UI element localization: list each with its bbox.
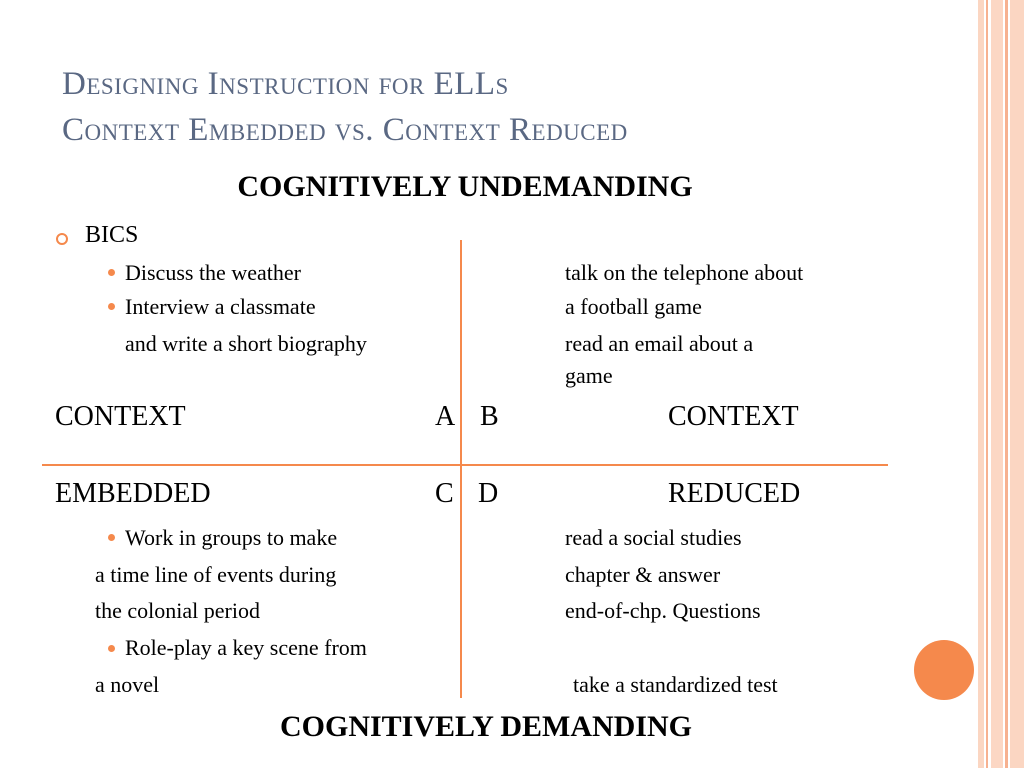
bottom-right-line1: read a social studies bbox=[565, 525, 742, 550]
vertical-axis-line bbox=[460, 240, 462, 698]
bottom-left-cont2: the colonial period bbox=[95, 598, 260, 623]
top-left-bullet1: Discuss the weather bbox=[125, 260, 301, 285]
axis-right-top: CONTEXT bbox=[668, 401, 799, 432]
quadrant-d-label: D bbox=[478, 478, 499, 509]
top-right-line4: game bbox=[565, 363, 613, 388]
top-heading: COGNITIVELY UNDEMANDING bbox=[237, 170, 693, 203]
bics-label: BICS bbox=[85, 222, 139, 248]
decor-stripe-5 bbox=[1010, 0, 1024, 768]
bullet-dot-icon bbox=[108, 534, 115, 541]
top-left-cont1: and write a short biography bbox=[125, 331, 367, 356]
decor-circle bbox=[914, 640, 974, 700]
bottom-left-bullet1: Work in groups to make bbox=[125, 525, 338, 550]
bottom-right-line3: end-of-chp. Questions bbox=[565, 598, 761, 623]
slide-title-line1: Designing Instruction for ELLs bbox=[62, 66, 509, 102]
bottom-right-line2: chapter & answer bbox=[565, 562, 721, 587]
axis-left-top: CONTEXT bbox=[55, 401, 186, 432]
top-right-line1: talk on the telephone about bbox=[565, 260, 804, 285]
quadrant-b-label: B bbox=[480, 401, 499, 432]
top-left-bullet2: Interview a classmate bbox=[125, 294, 316, 319]
axis-right-bottom: REDUCED bbox=[668, 478, 801, 509]
bottom-left-cont3: a novel bbox=[95, 672, 160, 697]
decor-stripe-1 bbox=[978, 0, 984, 768]
bottom-left-bullet2: Role-play a key scene from bbox=[125, 635, 367, 660]
axis-left-bottom: EMBEDDED bbox=[55, 478, 211, 509]
decor-stripe-4 bbox=[1005, 0, 1008, 768]
bullet-dot-icon bbox=[108, 645, 115, 652]
bottom-right-line4: take a standardized test bbox=[573, 672, 778, 697]
bullet-dot-icon bbox=[108, 269, 115, 276]
decor-stripe-2 bbox=[986, 0, 988, 768]
slide-title-line2: Context Embedded vs. Context Reduced bbox=[62, 112, 628, 148]
bottom-left-cont1: a time line of events during bbox=[95, 562, 337, 587]
decor-stripe-3 bbox=[991, 0, 1003, 768]
horizontal-axis-line bbox=[42, 464, 888, 466]
bullet-dot-icon bbox=[108, 303, 115, 310]
top-right-line3: read an email about a bbox=[565, 331, 754, 356]
bottom-heading: COGNITIVELY DEMANDING bbox=[279, 710, 692, 743]
bullet-ring-icon bbox=[56, 233, 68, 245]
top-right-line2: a football game bbox=[565, 294, 702, 319]
quadrant-c-label: C bbox=[435, 478, 454, 509]
quadrant-a-label: A bbox=[435, 401, 456, 432]
